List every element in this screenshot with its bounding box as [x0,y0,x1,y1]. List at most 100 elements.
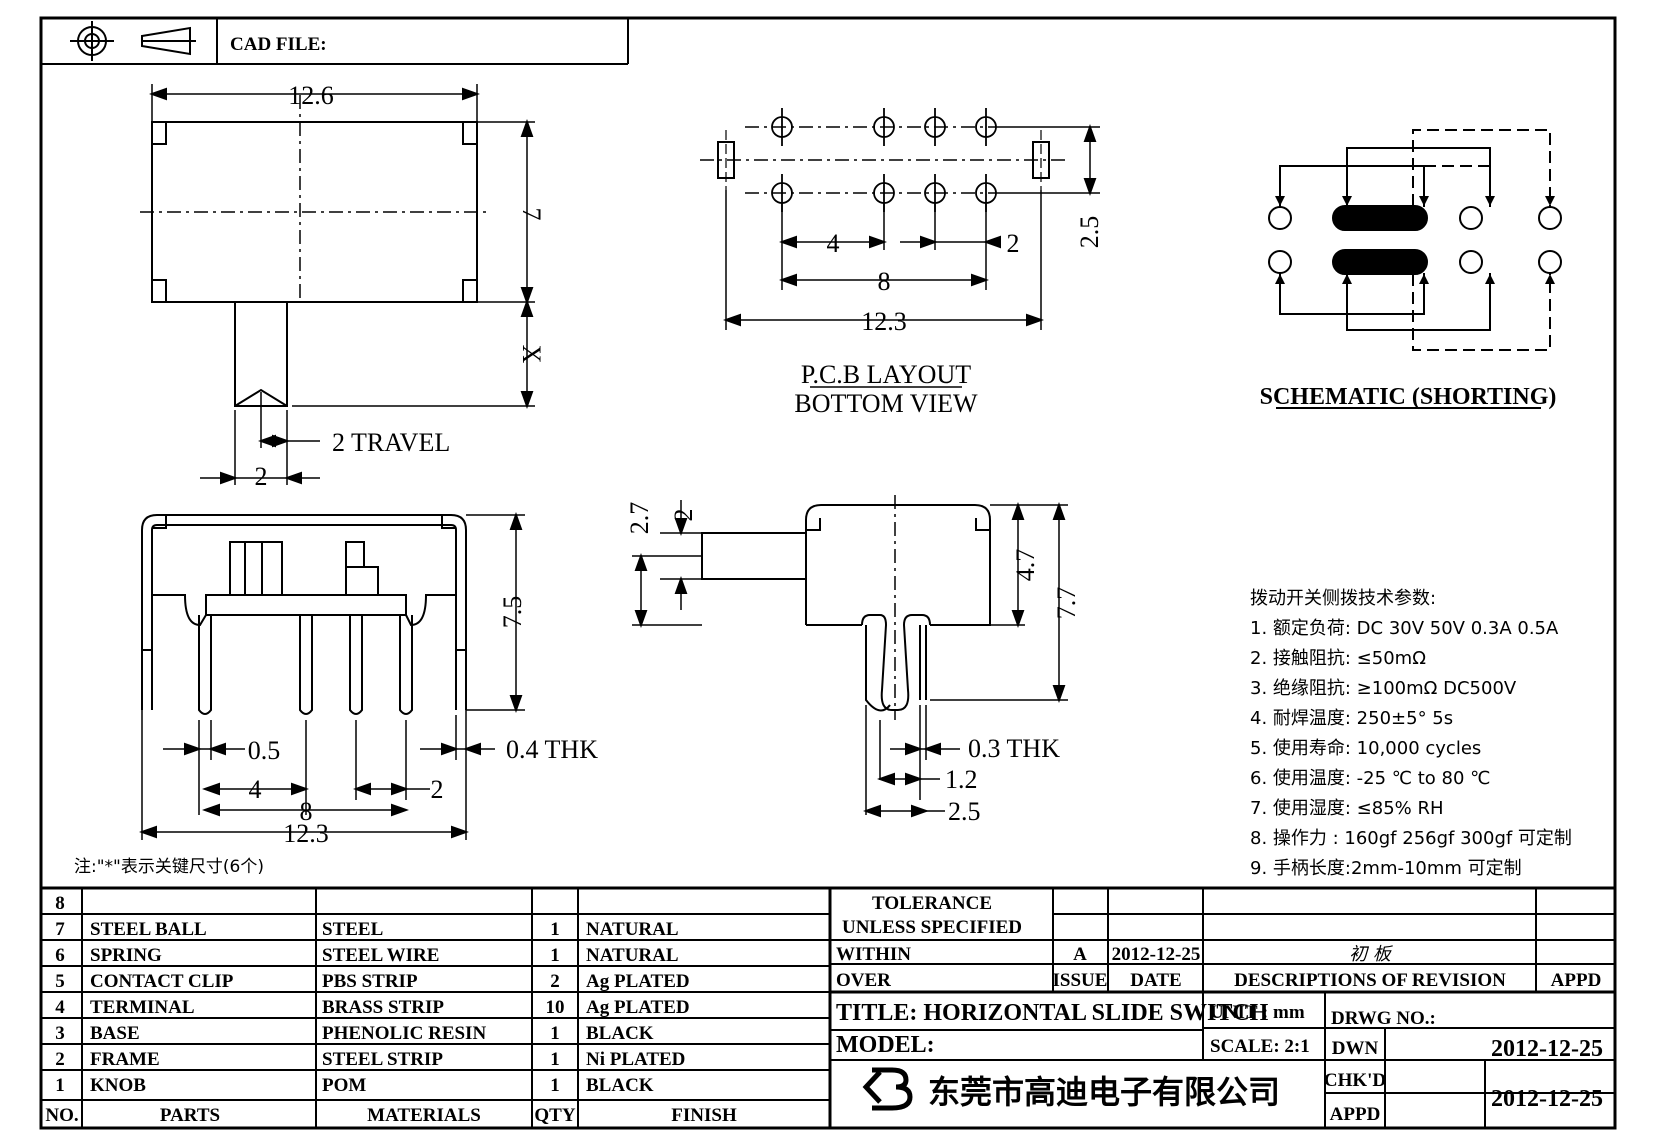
bom-material: PBS STRIP [322,971,418,992]
revision-description-label: DESCRIPTIONS OF REVISION [1234,970,1506,991]
over-label: OVER [836,970,891,991]
approved-label: APPD [1551,970,1602,991]
spec-item: 1. 额定负荷: DC 30V 50V 0.3A 0.5A [1250,618,1559,639]
checked-label: CHK'D [1324,1070,1386,1091]
side-dim-1-2: 1.2 [945,765,978,794]
bom-finish: Ag PLATED [586,971,690,992]
spec-item: 6. 使用温度: -25 ℃ to 80 ℃ [1250,768,1490,789]
top-height-dim: 7 [517,208,546,221]
top-x-dim: X [517,345,546,364]
bom-header-finish: FINISH [671,1105,737,1126]
scale-label: SCALE: 2:1 [1210,1036,1310,1057]
pcb-dim-2: 2 [1007,229,1020,258]
model-label: MODEL: [836,1032,935,1058]
projection-symbol-icon [70,21,196,61]
front-dim-thk: 0.4 THK [506,735,598,764]
spec-title: 拨动开关侧拨技术参数: [1250,588,1436,609]
bom-material: POM [322,1075,366,1096]
bom-material: STEEL [322,919,383,940]
bom-qty: 1 [550,919,560,940]
bom-qty: 1 [550,1049,560,1070]
company-logo-icon [862,1067,913,1111]
pcb-layout-view [700,108,1100,388]
bom-no: 7 [55,919,65,940]
bom-material: STEEL WIRE [322,945,439,966]
bom-material: PHENOLIC RESIN [322,1023,486,1044]
bom-part: KNOB [90,1075,146,1096]
front-dim-12-3: 12.3 [283,819,329,848]
checked-date: 2012-12-25 [1491,1086,1603,1112]
bom-qty: 1 [550,1075,560,1096]
bom-part: FRAME [90,1049,160,1070]
cad-file-label: CAD FILE: [230,34,327,55]
top-view [140,84,535,485]
bom-finish: NATURAL [586,919,679,940]
bom-no: 6 [55,945,65,966]
top-width-dim: 12.6 [288,81,334,110]
pcb-dim-2-5: 2.5 [1075,216,1104,249]
spec-item: 9. 手柄长度:2mm-10mm 可定制 [1250,858,1522,879]
bom-no: 2 [55,1049,65,1070]
bom-finish: BLACK [586,1075,654,1096]
bom-header-materials: MATERIALS [367,1105,481,1126]
drawing-title: TITLE: HORIZONTAL SLIDE SWITCH [836,1000,1269,1026]
bom-header-qty: QTY [534,1105,575,1126]
drawing-number-label: DRWG NO.: [1331,1008,1436,1029]
bom-material: BRASS STRIP [322,997,444,1018]
unit-label: UNIT : mm [1210,1002,1305,1023]
bom-finish: NATURAL [586,945,679,966]
pcb-subtitle: BOTTOM VIEW [794,389,978,418]
schematic-title: SCHEMATIC (SHORTING) [1260,384,1557,410]
drawn-label: DWN [1332,1038,1379,1059]
front-dim-4: 4 [249,775,262,804]
side-dim-7-7: 7.7 [1052,587,1081,620]
pcb-dim-12-3: 12.3 [861,307,907,336]
within-label: WITHIN [836,944,911,965]
spec-item: 7. 使用湿度: ≤85% RH [1250,798,1444,819]
spec-list: 拨动开关侧拨技术参数: 1. 额定负荷: DC 30V 50V 0.3A 0.5… [1250,588,1572,879]
issue-description: 初 板 [1349,944,1394,965]
tolerance-label: TOLERANCE [872,893,992,914]
unless-specified-label: UNLESS SPECIFIED [842,917,1022,938]
front-view [139,512,525,840]
spec-item: 4. 耐焊温度: 250±5° 5s [1250,708,1453,729]
bom-qty: 1 [550,1023,560,1044]
side-dim-4-7: 4.7 [1011,549,1040,582]
bom-no: 4 [55,997,65,1018]
bom-part: CONTACT CLIP [90,971,234,992]
schematic-view [1268,129,1562,409]
bom-header-parts: PARTS [160,1105,220,1126]
spec-item: 3. 绝缘阻抗: ≥100mΩ DC500V [1250,678,1517,699]
bom-finish: Ag PLATED [586,997,690,1018]
sheet-border [39,16,1617,1130]
drawn-date: 2012-12-25 [1491,1036,1603,1062]
pcb-dim-4: 4 [827,229,840,258]
spec-item: 2. 接触阻抗: ≤50mΩ [1250,648,1426,669]
bom-no: 5 [55,971,65,992]
bom-qty: 10 [546,997,565,1018]
side-view [632,495,1068,818]
front-dim-2: 2 [431,775,444,804]
side-dim-2: 2 [669,509,698,522]
spec-item: 8. 操作力 : 160gf 256gf 300gf 可定制 [1250,828,1572,849]
date-label: DATE [1130,970,1181,991]
bom-part: TERMINAL [90,997,195,1018]
bom-part: BASE [90,1023,140,1044]
title-block [830,888,1615,1128]
bom-part: STEEL BALL [90,919,207,940]
pcb-title: P.C.B LAYOUT [801,360,971,389]
bom-no: 8 [55,893,65,914]
side-dim-2-7: 2.7 [625,502,654,535]
key-dimension-note: 注:"*"表示关键尺寸(6个) [74,857,264,877]
bom-qty: 2 [550,971,560,992]
front-dim-0-5: 0.5 [248,736,281,765]
bom-finish: Ni PLATED [586,1049,685,1070]
bom-table [41,886,1615,1128]
approved-by-label: APPD [1330,1104,1381,1125]
bom-no: 1 [55,1075,65,1096]
front-dim-8: 8 [300,797,313,826]
bom-finish: BLACK [586,1023,654,1044]
travel-dim: 2 TRAVEL [332,428,450,457]
front-dim-7-5: 7.5 [498,596,527,629]
